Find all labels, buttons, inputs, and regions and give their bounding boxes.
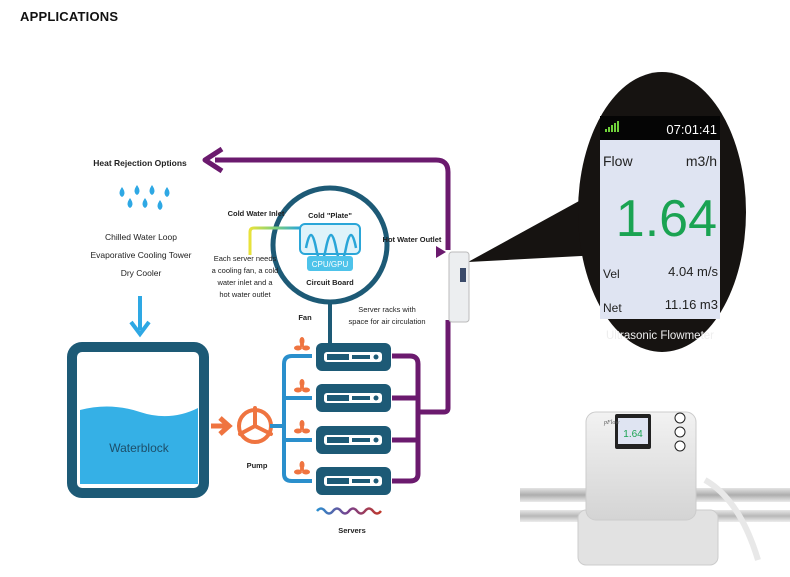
rack-return-lines: [392, 353, 421, 484]
flowmeter-device-photo: 1.64 pFlow: [520, 411, 790, 566]
server-note: Each server needs a cooling fan, a cold …: [212, 254, 279, 299]
heat-option: Evaporative Cooling Tower: [91, 250, 192, 260]
callout-tail: [468, 195, 600, 262]
hot-return-line: [202, 146, 451, 484]
flow-label: Flow: [603, 153, 633, 169]
cpu-label: CPU/GPU: [312, 260, 349, 269]
server-rack: [316, 467, 391, 495]
flow-value: 1.64: [616, 190, 717, 248]
vel-value: 4.04 m/s: [668, 264, 718, 279]
enter-button-icon: [674, 426, 686, 438]
svg-text:hot water outlet: hot water outlet: [219, 290, 271, 299]
device-screen-value: 1.64: [623, 429, 643, 440]
flow-unit: m3/h: [686, 153, 717, 169]
server-rack: [316, 343, 391, 371]
net-value: 11.16 m3: [665, 297, 718, 312]
up-button-icon: [674, 412, 686, 424]
fan-icons: [294, 337, 310, 475]
arrow-left-icon: [202, 146, 224, 174]
servers-label: Servers: [338, 526, 366, 535]
heat-option: Chilled Water Loop: [105, 232, 177, 242]
vel-label: Vel: [603, 267, 620, 281]
flowmeter-caption: Ultrasonic Flowmeter: [606, 330, 714, 342]
pump-label: Pump: [247, 461, 268, 470]
flowmeter-screen: 07:01:41 Flow m3/h 1.64 Vel 4.04 m/s Net…: [600, 116, 720, 319]
waterblock: Waterblock: [67, 342, 209, 498]
net-label: Net: [603, 301, 622, 315]
cold-water-inlet-label: Cold Water Inlet: [228, 209, 285, 218]
waterblock-label: Waterblock: [109, 441, 170, 455]
cold-plate-label: Cold "Plate": [308, 211, 352, 220]
supply-pipes: [270, 354, 312, 483]
device-brand: pFlow: [603, 420, 619, 426]
cold-water-inlet-pipe: [248, 226, 300, 255]
svg-text:a cooling fan, a cold: a cooling fan, a cold: [212, 266, 279, 275]
heat-rejection-heading: Heat Rejection Options: [93, 158, 187, 168]
coolant-coil-icon: [304, 233, 358, 263]
rack-note: Server racks with space for air circulat…: [348, 305, 425, 326]
circuit-board-label: Circuit Board: [306, 278, 354, 287]
heat-option: Dry Cooler: [121, 268, 162, 278]
svg-text:space for air circulation: space for air circulation: [348, 317, 425, 326]
signal-strength-icon: [605, 121, 619, 132]
fan-label: Fan: [298, 313, 312, 322]
arrow-right-icon: [436, 246, 446, 258]
down-button-icon: [674, 440, 686, 452]
svg-text:water inlet and a: water inlet and a: [216, 278, 273, 287]
clock-time: 07:01:41: [666, 122, 717, 137]
svg-text:Server racks with: Server racks with: [358, 305, 416, 314]
server-racks: [316, 343, 391, 495]
svg-text:Each server needs: Each server needs: [214, 254, 277, 263]
clamp-flowmeter-icon: [448, 251, 470, 323]
server-rack: [316, 426, 391, 454]
cpu-chip: [307, 256, 353, 271]
pump-icon: [211, 406, 273, 444]
server-rack: [316, 384, 391, 412]
arrow-down-icon: [129, 296, 151, 338]
heat-wave-icon: [316, 507, 382, 515]
page-title: APPLICATIONS: [20, 9, 119, 24]
water-drops-icon: [119, 185, 170, 210]
hot-water-outlet-label: Hot Water Outlet: [383, 235, 442, 244]
